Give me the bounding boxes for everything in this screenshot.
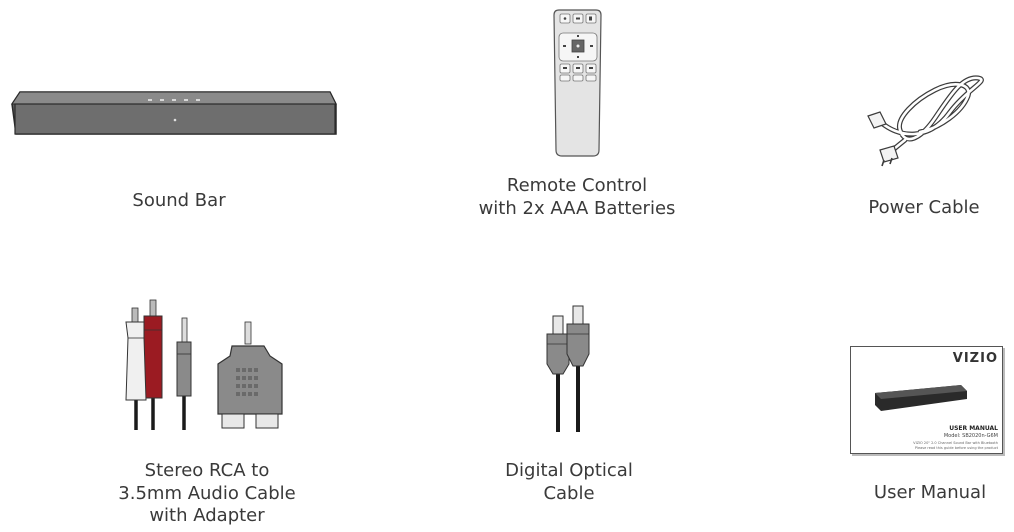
caption-line: User Manual bbox=[873, 482, 987, 503]
caption-line: Stereo RCA to bbox=[144, 460, 270, 481]
optical-cable-caption: Digital Optical Cable bbox=[494, 460, 644, 505]
caption-line: with 2x AAA Batteries bbox=[478, 197, 676, 219]
sound-bar-caption: Sound Bar bbox=[104, 190, 254, 213]
manual-title: USER MANUAL bbox=[949, 425, 998, 432]
power-cable-caption: Power Cable bbox=[849, 197, 999, 220]
caption-line: Digital Optical bbox=[505, 460, 633, 481]
manual-model: Model: SB2020n-G6M bbox=[943, 433, 998, 439]
user-manual-image: VIZIO USER MANUAL Model: SB2020n-G6M VIZ… bbox=[850, 346, 1003, 454]
caption-line: with Adapter bbox=[149, 505, 265, 526]
manual-soundbar-photo bbox=[875, 385, 967, 411]
caption-line: Remote Control bbox=[506, 175, 648, 196]
caption-line: Power Cable bbox=[868, 197, 980, 218]
caption-line: 3.5mm Audio Cable bbox=[118, 482, 296, 504]
rca-cable-caption: Stereo RCA to 3.5mm Audio Cable with Ada… bbox=[107, 460, 307, 528]
user-manual-caption: User Manual bbox=[855, 482, 1005, 505]
remote-caption: Remote Control with 2x AAA Batteries bbox=[467, 175, 687, 220]
manual-fine-print-1: VIZIO 20" 2.0 Channel Sound Bar with Blu… bbox=[913, 441, 998, 445]
manual-fine-print-2: Please read this guide before using the … bbox=[914, 446, 998, 450]
caption-line: Cable bbox=[543, 482, 595, 504]
caption-line: Sound Bar bbox=[132, 190, 226, 211]
manual-brand-logo: VIZIO bbox=[952, 351, 998, 366]
